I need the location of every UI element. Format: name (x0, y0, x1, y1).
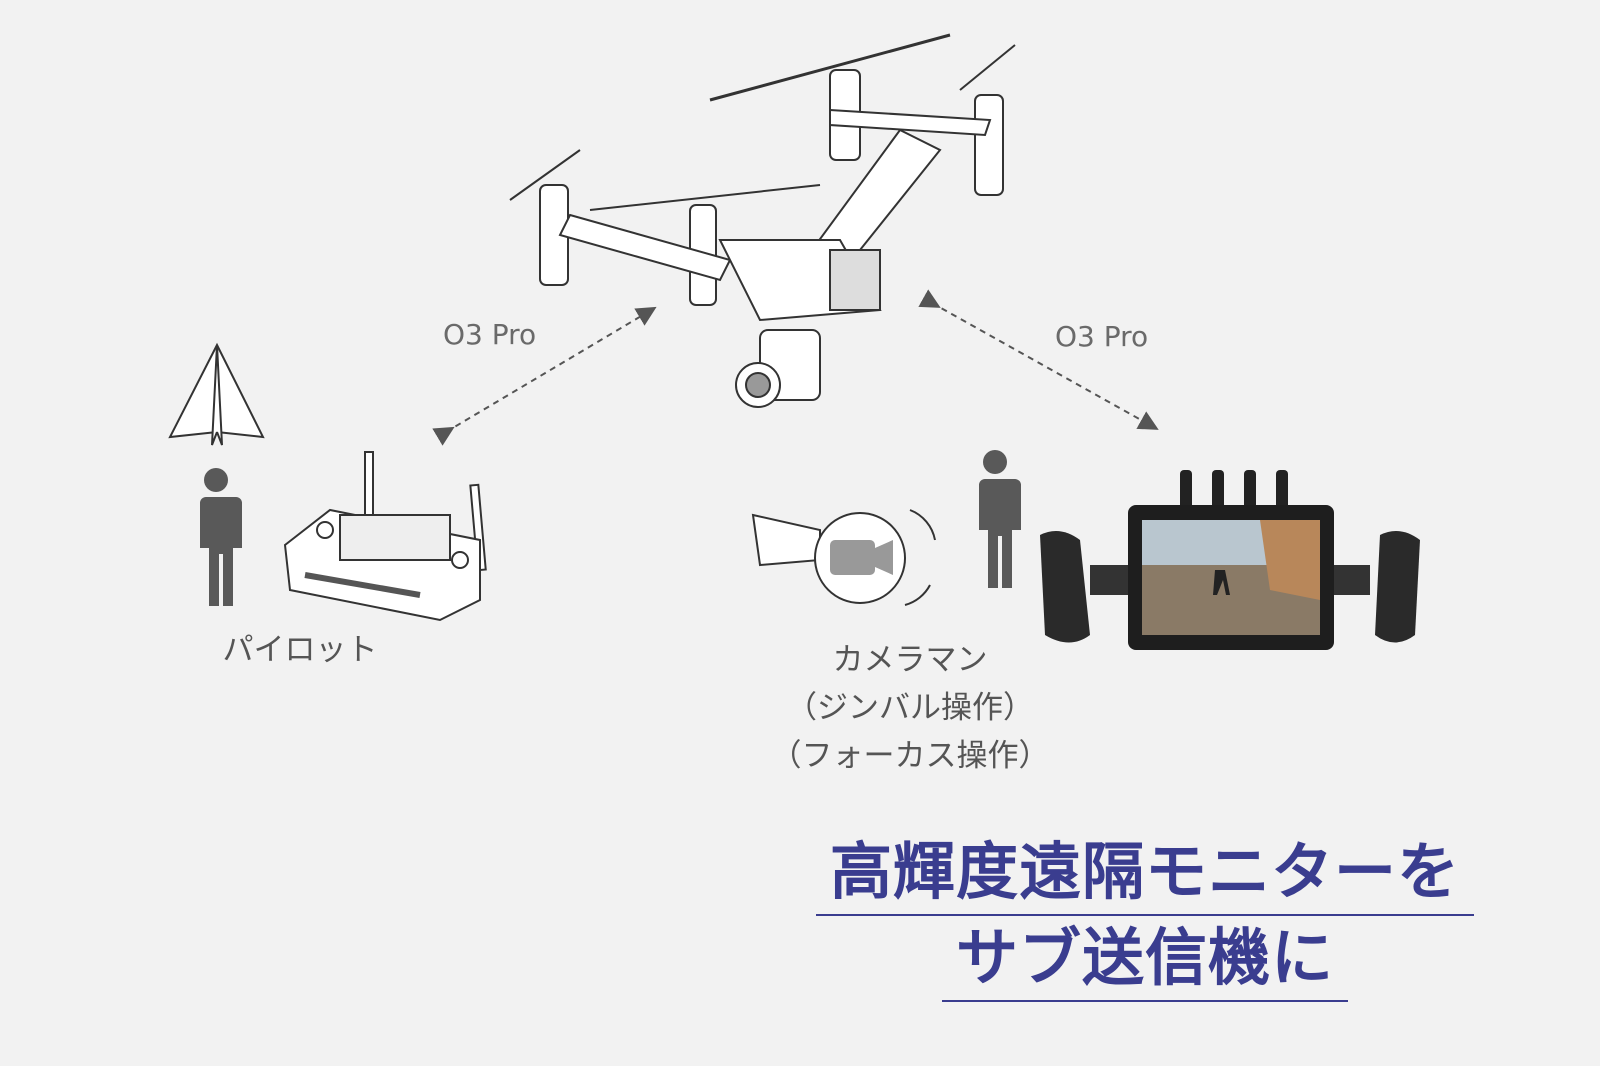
pilot-person-icon (196, 468, 242, 606)
cameraman-title: カメラマン (832, 642, 988, 678)
headline-line-1: 高輝度遠隔モニターを (815, 830, 1474, 916)
paper-plane-icon (168, 342, 265, 446)
cameraman-person-icon (975, 450, 1021, 588)
headline: 高輝度遠隔モニターを サブ送信機に (800, 830, 1490, 1002)
gimbal-camera-control-icon (751, 509, 936, 606)
remote-monitor-illustration (1040, 470, 1420, 650)
link-label-right: O3 Pro (1055, 320, 1149, 353)
cameraman-label: カメラマン （ジンバル操作） （フォーカス操作） (760, 636, 1060, 780)
pilot-label: パイロット (222, 632, 378, 668)
link-right-arrow (918, 289, 1159, 430)
headline-line-2: サブ送信機に (941, 916, 1348, 1002)
cameraman-focus-role: （フォーカス操作） (770, 738, 1050, 774)
drone-illustration (509, 33, 1016, 408)
cameraman-gimbal-role: （ジンバル操作） (786, 690, 1034, 726)
remote-controller-illustration (283, 451, 487, 622)
link-label-left: O3 Pro (443, 318, 537, 351)
